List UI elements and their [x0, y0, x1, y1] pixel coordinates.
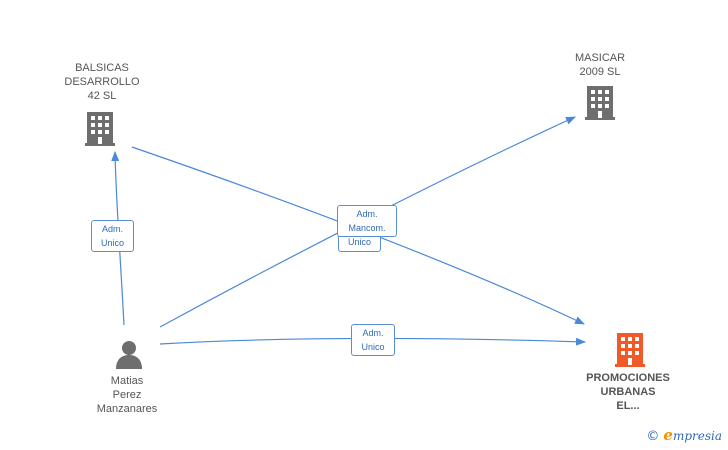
edge-label-line1: Adm. [362, 328, 384, 338]
node-promociones-label[interactable]: PROMOCIONES URBANAS EL... [570, 371, 686, 413]
building-icon-promociones [615, 333, 645, 367]
copyright-symbol: © [646, 429, 660, 444]
brand-e: e [663, 426, 673, 444]
edge-label-line1: Adm. [101, 224, 123, 234]
brand-rest: mpresia [672, 429, 722, 443]
building-icon-balsicas [85, 112, 115, 146]
matias-line2: Perez [112, 389, 142, 401]
promociones-line1: PROMOCIONES [586, 372, 670, 384]
edge-label-adm-mancom[interactable]: Adm. Mancom. [337, 205, 397, 237]
balsicas-line1: BALSICAS [75, 62, 129, 74]
promociones-line3: EL... [616, 400, 640, 412]
matias-line1: Matias [110, 375, 144, 387]
edge-label-adm-unico-left[interactable]: Adm. Unico [91, 220, 134, 252]
edge-label-line1: Adm. [356, 209, 378, 219]
empresia-logo: ©empresia [646, 426, 722, 444]
node-matias-label[interactable]: Matias Perez Manzanares [77, 374, 177, 416]
masicar-line2: 2009 SL [579, 66, 621, 78]
building-icon-masicar [585, 86, 615, 120]
node-balsicas-label[interactable]: BALSICAS DESARROLLO 42 SL [52, 61, 152, 103]
node-masicar-label[interactable]: MASICAR 2009 SL [550, 51, 650, 79]
edge-label-line2: Mancom. [348, 223, 386, 233]
balsicas-line2: DESARROLLO [64, 76, 140, 88]
balsicas-line3: 42 SL [87, 90, 117, 102]
edge-label-line1: Unico [347, 237, 371, 247]
masicar-line1: MASICAR [574, 52, 626, 64]
edge-label-adm-unico-bottom[interactable]: Adm. Unico [351, 324, 395, 356]
promociones-line2: URBANAS [600, 386, 656, 398]
edge-label-line2: Unico [100, 238, 124, 248]
matias-line3: Manzanares [96, 403, 158, 415]
person-icon-matias [116, 341, 142, 369]
edge-label-line2: Unico [361, 342, 385, 352]
